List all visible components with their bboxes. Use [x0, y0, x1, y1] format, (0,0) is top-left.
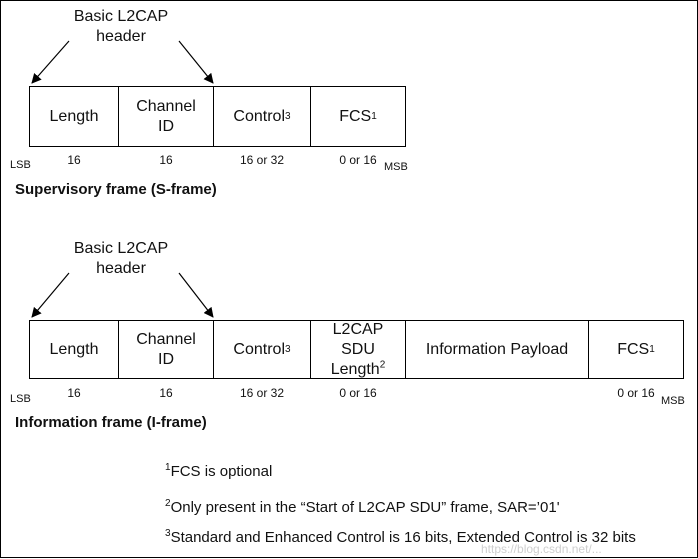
- footnote-1-number: 1: [165, 462, 171, 473]
- i-field-sdu-length: L2CAP SDU Length2: [310, 320, 406, 379]
- i-field-information-payload-label: Information Payload: [425, 340, 569, 358]
- s-bits-fcs: 0 or 16: [339, 153, 377, 167]
- s-frame-arrow-left: [31, 40, 70, 84]
- i-field-control-label: Control: [233, 340, 285, 358]
- i-frame-arrow-left: [31, 272, 70, 318]
- i-field-length: Length: [29, 320, 119, 379]
- footnote-3-number: 3: [165, 528, 171, 539]
- footnote-2-text: Only present in the “Start of L2CAP SDU”…: [170, 499, 560, 516]
- i-field-information-payload: Information Payload: [405, 320, 589, 379]
- s-field-control-label: Control: [233, 107, 285, 125]
- i-bits-channel-id: 16: [159, 386, 173, 400]
- footnote-1-text: FCS is optional: [170, 463, 273, 480]
- s-frame-title: Supervisory frame (S-frame): [15, 181, 217, 198]
- s-frame-arrow-right: [178, 40, 214, 84]
- i-field-sdu-length-footnote: 2: [379, 359, 386, 371]
- i-bits-control: 16 or 32: [239, 386, 285, 400]
- i-bits-length: 16: [67, 386, 81, 400]
- i-field-channel-id: Channel ID: [118, 320, 214, 379]
- i-field-channel-id-label: Channel ID: [136, 330, 196, 368]
- footnote-3: 3Standard and Enhanced Control is 16 bit…: [165, 528, 636, 547]
- s-field-channel-id: Channel ID: [118, 86, 214, 147]
- footnote-2-number: 2: [165, 498, 171, 509]
- s-field-channel-id-label: Channel ID: [136, 97, 196, 135]
- i-field-sdu-length-text: L2CAP SDU Length: [330, 320, 384, 378]
- footnote-3-text: Standard and Enhanced Control is 16 bits…: [170, 529, 636, 546]
- s-frame-lsb: LSB: [10, 159, 31, 171]
- footnote-1: 1FCS is optional: [165, 462, 273, 481]
- s-bits-control: 16 or 32: [239, 153, 285, 167]
- s-frame-header-label: Basic L2CAP header: [73, 8, 169, 45]
- footnote-2: 2Only present in the “Start of L2CAP SDU…: [165, 498, 560, 517]
- s-frame-msb: MSB: [384, 161, 408, 173]
- watermark: https://blog.csdn.net/...: [481, 542, 602, 556]
- i-bits-sdu-length: 0 or 16: [339, 386, 377, 400]
- s-field-length-label: Length: [49, 107, 99, 125]
- i-frame-header-label: Basic L2CAP header: [73, 240, 169, 277]
- i-frame-arrow-right: [178, 272, 214, 318]
- i-frame-title: Information frame (I-frame): [15, 414, 207, 431]
- i-field-fcs-label: FCS: [617, 340, 650, 358]
- i-field-sdu-length-label: L2CAP SDU Length2: [330, 320, 386, 380]
- s-bits-length: 16: [67, 153, 81, 167]
- s-field-length: Length: [29, 86, 119, 147]
- i-bits-fcs: 0 or 16: [617, 386, 655, 400]
- i-frame-msb: MSB: [661, 395, 685, 407]
- s-field-fcs-label: FCS: [339, 107, 372, 125]
- s-bits-channel-id: 16: [159, 153, 173, 167]
- i-field-length-label: Length: [49, 340, 99, 358]
- i-frame-lsb: LSB: [10, 393, 31, 405]
